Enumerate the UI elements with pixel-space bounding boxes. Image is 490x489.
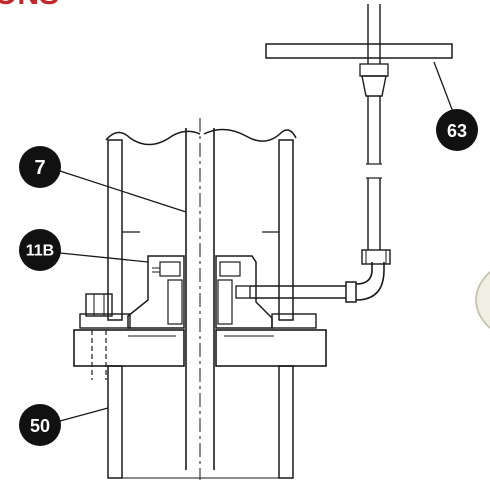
lower-housing — [107, 365, 294, 479]
header-fragment: ONS — [0, 0, 59, 11]
callout-7: 7 — [19, 146, 61, 188]
edge-object — [474, 271, 490, 329]
svg-text:50: 50 — [30, 416, 50, 436]
bolt — [85, 293, 113, 380]
callout-50: 50 — [19, 404, 61, 446]
shaft — [185, 118, 215, 480]
upper-housing — [105, 128, 297, 321]
svg-text:11B: 11B — [26, 243, 54, 260]
flange-plate — [73, 313, 327, 367]
svg-text:63: 63 — [447, 121, 467, 141]
top-bracket — [265, 4, 453, 64]
leader-lines — [59, 61, 454, 422]
callout-11b: 11B — [19, 229, 61, 271]
callout-63: 63 — [436, 109, 478, 151]
flush-line — [235, 63, 391, 303]
svg-text:7: 7 — [34, 157, 45, 179]
